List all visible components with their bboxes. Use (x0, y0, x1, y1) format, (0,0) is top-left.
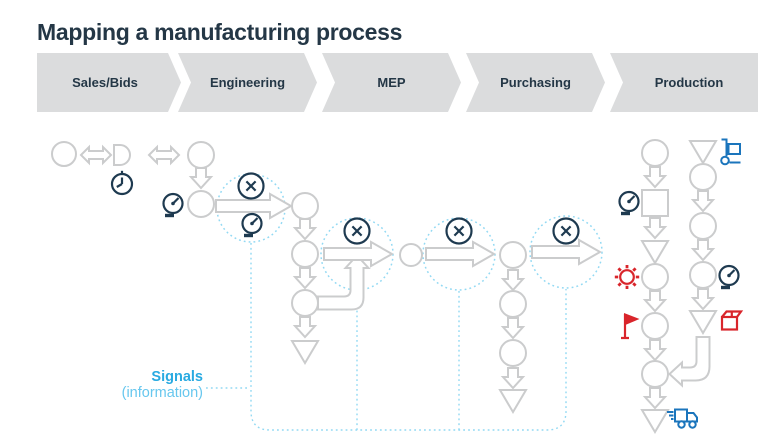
process-step-circle (641, 139, 669, 167)
process-step-circle (689, 212, 717, 240)
sun-gear-icon (614, 265, 640, 289)
stage-label: MEP (377, 75, 406, 90)
process-stage-banner: Sales/Bids Engineering MEP Purchasing Pr… (0, 53, 780, 112)
page-title: Mapping a manufacturing process (37, 19, 403, 46)
process-step-circle (499, 241, 527, 269)
stop-cross-icon (552, 217, 580, 245)
hand-truck-icon (720, 138, 741, 166)
down-arrow (642, 217, 668, 240)
down-arrow (642, 387, 668, 410)
stage-label: Purchasing (500, 75, 571, 90)
package-icon (720, 310, 744, 331)
end-triangle (640, 240, 670, 265)
signal-lines (206, 243, 567, 431)
delay-shape (113, 144, 131, 166)
process-step-circle (291, 240, 319, 268)
down-arrow (500, 367, 526, 390)
stop-cross-icon (343, 217, 371, 245)
production-flow (640, 139, 718, 434)
end-triangle (290, 340, 320, 365)
process-step-square (641, 189, 669, 217)
sales-bids-flow (51, 141, 215, 218)
push-arrow (425, 240, 497, 268)
speedometer-icon (718, 264, 740, 290)
signals-legend-title: Signals (151, 369, 203, 385)
down-arrow (500, 269, 526, 292)
process-step-circle (689, 163, 717, 191)
clock-icon (110, 170, 134, 196)
process-step-circle (187, 141, 215, 169)
stop-cross-icon (237, 172, 265, 200)
stage-label: Production (654, 75, 724, 90)
connector-circle (399, 243, 423, 267)
speedometer-icon (618, 190, 640, 216)
process-step-circle (291, 289, 319, 317)
flag-icon (621, 313, 640, 340)
down-arrow (292, 218, 318, 241)
stage-label: Engineering (209, 75, 286, 90)
end-triangle (498, 389, 528, 414)
double-arrow (79, 144, 113, 166)
stage-sales-bids: Sales/Bids (37, 53, 181, 112)
down-arrow (690, 239, 716, 262)
process-step-circle (51, 141, 77, 167)
push-arrow (215, 192, 294, 220)
stage-purchasing: Purchasing (466, 53, 605, 112)
down-arrow (292, 267, 318, 290)
down-arrow (188, 167, 214, 190)
delivery-truck-icon (667, 408, 698, 429)
process-step-circle (689, 261, 717, 289)
down-arrow (690, 288, 716, 311)
engineering-flow (215, 192, 371, 365)
signals-legend-subtitle: (information) (121, 385, 203, 401)
process-step-circle (641, 360, 669, 388)
process-step-circle (499, 290, 527, 318)
stage-engineering: Engineering (178, 53, 317, 112)
double-arrow (147, 144, 181, 166)
push-arrow (323, 240, 395, 268)
down-arrow (642, 339, 668, 362)
process-step-circle (187, 190, 215, 218)
speedometer-icon (162, 192, 184, 218)
process-step-circle (641, 312, 669, 340)
stop-cross-icon (445, 217, 473, 245)
process-step-circle (499, 339, 527, 367)
process-step-circle (641, 263, 669, 291)
down-arrow (690, 190, 716, 213)
mep-flow (323, 240, 528, 414)
down-arrow (500, 317, 526, 340)
purchasing-flow (531, 238, 603, 266)
signals-legend: Signals (information) (85, 369, 203, 401)
stage-mep: MEP (322, 53, 461, 112)
push-arrow (531, 238, 603, 266)
end-triangle (688, 310, 718, 335)
down-arrow (642, 166, 668, 189)
bend-up-arrow (317, 254, 371, 311)
end-triangle (640, 409, 670, 434)
end-triangle (688, 140, 718, 165)
stage-label: Sales/Bids (72, 75, 138, 90)
down-arrow (642, 290, 668, 313)
down-arrow (292, 316, 318, 339)
stage-production: Production (610, 53, 758, 112)
process-step-circle (291, 192, 319, 220)
speedometer-icon (241, 212, 263, 238)
bend-left-arrow (668, 336, 711, 388)
